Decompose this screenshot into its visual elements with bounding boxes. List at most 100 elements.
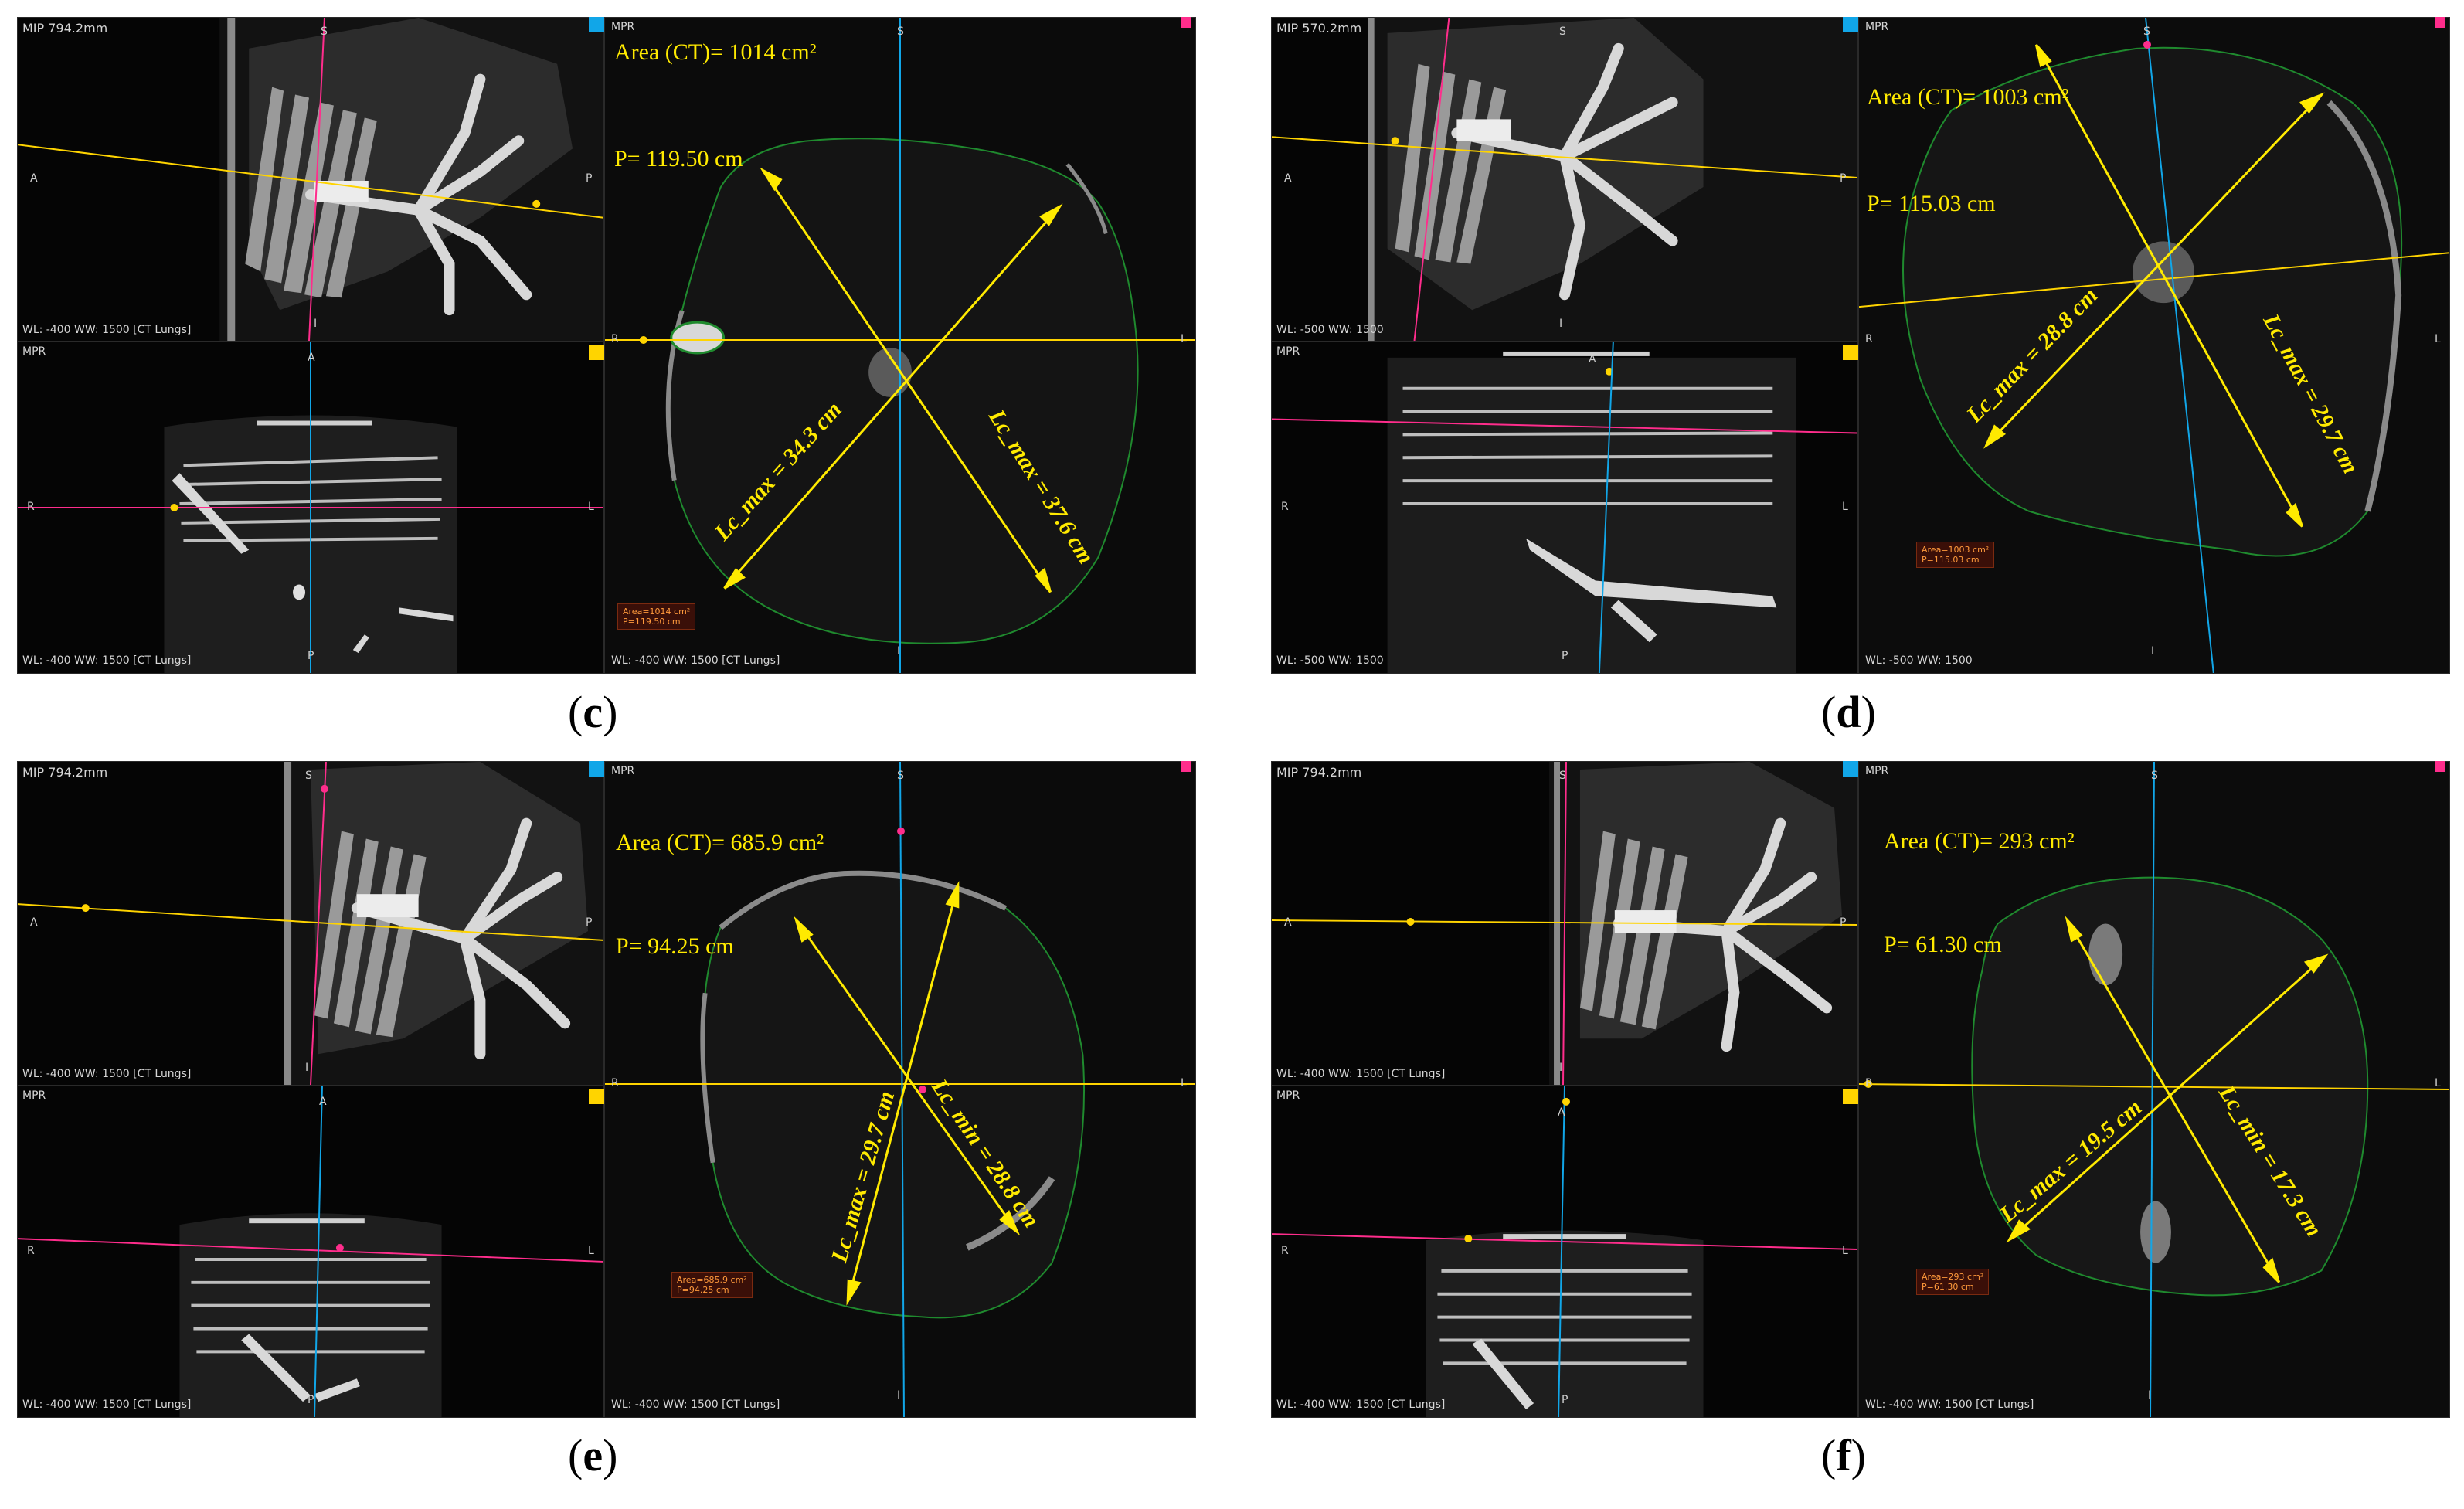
- mpr-label: MPR: [1865, 765, 1889, 777]
- area-annotation: Area (CT)= 293 cm²: [1884, 828, 2075, 854]
- area-annotation: Area (CT)= 1014 cm²: [614, 39, 817, 65]
- mpr-axial-view[interactable]: MPR A R L P WL: -500 WW: 1500: [1271, 342, 1858, 674]
- panel-f: MIP 794.2mm S A P I WL: -400 WW: 1500 [C…: [1271, 761, 2450, 1418]
- orient-i: I: [305, 1062, 309, 1074]
- orient-s: S: [2143, 25, 2150, 38]
- mpr-axial-view[interactable]: MPR A R L P WL: -400 WW: 1500 [CT Lungs]: [17, 342, 604, 674]
- orient-i: I: [897, 1389, 901, 1402]
- orient-a: A: [1284, 916, 1292, 929]
- mip-label: MIP 794.2mm: [22, 21, 108, 36]
- orient-a: A: [1589, 353, 1596, 365]
- mpr-label: MPR: [1865, 21, 1889, 33]
- panel-d: MIP 570.2mm S A P I WL: -500 WW: 1500 MP…: [1271, 17, 2450, 674]
- mpr-label: MPR: [1276, 345, 1300, 358]
- orient-p: P: [308, 1394, 314, 1406]
- mpr-main-view[interactable]: MPR S R L I Area (CT)= 1003 cm² P= 115.0…: [1858, 17, 2450, 674]
- orient-i: I: [897, 645, 901, 658]
- orient-s: S: [1559, 770, 1566, 782]
- orient-i: I: [314, 318, 318, 330]
- mip-image: [1272, 762, 1857, 1085]
- window-level-label: WL: -400 WW: 1500 [CT Lungs]: [22, 324, 192, 336]
- orient-l: L: [1181, 1077, 1187, 1089]
- perimeter-annotation: P= 61.30 cm: [1884, 932, 2002, 957]
- orient-r: R: [27, 1245, 35, 1257]
- view-marker-yellow: [589, 1089, 604, 1104]
- view-marker-pink: [1181, 761, 1191, 772]
- orient-r: R: [27, 501, 35, 513]
- orient-l: L: [588, 501, 594, 513]
- window-level-label: WL: -400 WW: 1500 [CT Lungs]: [22, 1399, 192, 1411]
- mpr-axial-image: [18, 342, 603, 673]
- mip-view[interactable]: MIP 570.2mm S A P I WL: -500 WW: 1500: [1271, 17, 1858, 342]
- view-marker-blue: [589, 17, 604, 32]
- orient-s: S: [897, 25, 904, 38]
- orient-r: R: [1865, 1077, 1873, 1089]
- perimeter-annotation: P= 119.50 cm: [614, 146, 743, 172]
- mip-view[interactable]: MIP 794.2mm S A P I WL: -400 WW: 1500 [C…: [1271, 761, 1858, 1086]
- orient-l: L: [588, 1245, 594, 1257]
- mip-view[interactable]: MIP 794.2mm S A P I WL: -400 WW: 1500 [C…: [17, 17, 604, 342]
- orient-a: A: [30, 916, 38, 929]
- view-marker-yellow: [1843, 1089, 1858, 1104]
- perimeter-annotation: P= 94.25 cm: [616, 933, 734, 959]
- info-perimeter: P=94.25 cm: [677, 1285, 729, 1295]
- orient-r: R: [1281, 1245, 1289, 1257]
- mpr-main-view[interactable]: MPR S R L I Area (CT)= 685.9 cm² P= 94.2…: [604, 761, 1196, 1418]
- orient-s: S: [305, 770, 312, 782]
- perimeter-annotation: P= 115.03 cm: [1867, 191, 1996, 216]
- orient-a: A: [1284, 172, 1292, 185]
- orient-p: P: [1562, 1394, 1568, 1406]
- mpr-main-image: [605, 762, 1195, 1417]
- mpr-main-image: [605, 18, 1195, 673]
- view-marker-blue: [1843, 17, 1858, 32]
- mip-view[interactable]: MIP 794.2mm S A P I WL: -400 WW: 1500 [C…: [17, 761, 604, 1086]
- orient-s: S: [1559, 25, 1566, 38]
- orient-l: L: [1842, 1245, 1848, 1257]
- orient-i: I: [1559, 318, 1563, 330]
- window-level-label: WL: -400 WW: 1500 [CT Lungs]: [1865, 1399, 2034, 1411]
- caption-f: (f): [1821, 1430, 1866, 1480]
- mpr-axial-view[interactable]: MPR A R L P WL: -400 WW: 1500 [CT Lungs]: [1271, 1086, 1858, 1418]
- orient-r: R: [611, 333, 619, 345]
- view-marker-pink: [1181, 17, 1191, 28]
- orient-p: P: [1840, 916, 1847, 929]
- measurement-info-box: Area=685.9 cm² P=94.25 cm: [671, 1272, 753, 1298]
- mpr-label: MPR: [611, 21, 635, 33]
- orient-s: S: [2151, 770, 2158, 782]
- mpr-label: MPR: [22, 1089, 46, 1102]
- orient-l: L: [2435, 1077, 2441, 1089]
- info-area: Area=293 cm²: [1922, 1272, 1984, 1282]
- orient-p: P: [308, 650, 314, 662]
- orient-p: P: [1562, 650, 1568, 662]
- orient-r: R: [1865, 333, 1873, 345]
- view-marker-blue: [1843, 761, 1858, 777]
- window-level-label: WL: -400 WW: 1500 [CT Lungs]: [22, 1068, 192, 1080]
- orient-a: A: [30, 172, 38, 185]
- mpr-main-view[interactable]: MPR S R L I Area (CT)= 293 cm² P= 61.30 …: [1858, 761, 2450, 1418]
- orient-i: I: [1559, 1062, 1563, 1074]
- orient-p: P: [1840, 172, 1847, 185]
- mpr-label: MPR: [22, 345, 46, 358]
- caption-d: (d): [1821, 687, 1876, 737]
- view-marker-yellow: [1843, 345, 1858, 360]
- mip-image: [18, 18, 603, 341]
- panel-e: MIP 794.2mm S A P I WL: -400 WW: 1500 [C…: [17, 761, 1196, 1418]
- view-marker-blue: [589, 761, 604, 777]
- orient-r: R: [1281, 501, 1289, 513]
- orient-s: S: [897, 770, 904, 782]
- mpr-label: MPR: [1276, 1089, 1300, 1102]
- window-level-label: WL: -500 WW: 1500: [1276, 324, 1384, 336]
- mpr-main-view[interactable]: MPR S R L I Area (CT)= 1014 cm² P= 119.5…: [604, 17, 1196, 674]
- window-level-label: WL: -400 WW: 1500 [CT Lungs]: [1276, 1399, 1446, 1411]
- orient-a: A: [319, 1096, 327, 1108]
- orient-l: L: [2435, 333, 2441, 345]
- mpr-axial-view[interactable]: MPR A R L P WL: -400 WW: 1500 [CT Lungs]: [17, 1086, 604, 1418]
- area-annotation: Area (CT)= 685.9 cm²: [616, 830, 824, 855]
- orient-p: P: [586, 172, 593, 185]
- mpr-axial-image: [1272, 1086, 1857, 1417]
- mpr-main-image: [1859, 762, 2449, 1417]
- caption-e: (e): [568, 1430, 618, 1480]
- window-level-label: WL: -500 WW: 1500: [1865, 654, 1973, 667]
- orient-a: A: [308, 352, 315, 364]
- mip-image: [1272, 18, 1857, 341]
